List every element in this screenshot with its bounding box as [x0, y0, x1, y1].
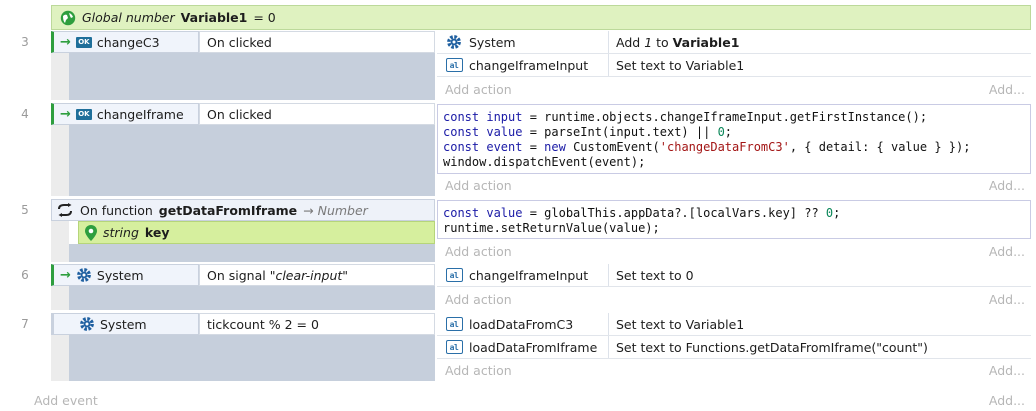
function-return: → Number	[303, 202, 368, 218]
action-param: Set text to Variable1	[616, 316, 745, 332]
line-number: 6	[21, 268, 29, 282]
location-pin-icon	[85, 224, 97, 241]
add-action-link[interactable]: Add action	[445, 363, 512, 378]
condition-text[interactable]: tickcount % 2 = 0	[199, 313, 435, 335]
button-ok-icon: OK	[75, 36, 92, 48]
condition-object-name: changeIframe	[96, 106, 184, 122]
action-row[interactable]: al loadDataFromIframe Set text to Functi…	[437, 336, 1031, 359]
add-more-link[interactable]: Add...	[988, 363, 1025, 378]
global-value: = 0	[253, 10, 276, 25]
condition-area[interactable]	[69, 286, 435, 310]
condition-object[interactable]: → OK changeC3	[51, 31, 199, 53]
action-object: changeIframeInput	[469, 267, 589, 283]
trigger-arrow-icon: →	[60, 106, 71, 122]
param-name: key	[144, 225, 170, 240]
text-object-icon: al	[443, 340, 465, 354]
trigger-arrow-icon: →	[60, 267, 71, 283]
add-action[interactable]: Add action Add...	[437, 360, 1031, 381]
condition-area[interactable]	[69, 53, 435, 100]
script-block[interactable]: const input = runtime.objects.changeIfra…	[437, 104, 1031, 174]
function-name: getDataFromIframe	[158, 202, 298, 218]
action-row[interactable]: al changeIframeInput Set text to 0	[437, 264, 1031, 287]
button-ok-icon: OK	[75, 108, 92, 120]
text-object-icon: al	[443, 268, 465, 282]
add-more-link[interactable]: Add...	[988, 291, 1025, 307]
add-more-link[interactable]: Add...	[988, 392, 1025, 408]
condition-text[interactable]: On signal "clear-input"	[199, 264, 435, 286]
action-row[interactable]: System Add 1 to Variable1	[437, 31, 1031, 54]
action-object: changeIframeInput	[469, 57, 589, 73]
function-loop-icon	[58, 203, 72, 217]
gear-icon	[80, 317, 94, 331]
function-prefix: On function	[80, 202, 153, 218]
global-variable-row[interactable]: Global number Variable1 = 0	[51, 5, 1031, 30]
add-action[interactable]: Add action Add...	[437, 240, 1031, 262]
condition-text[interactable]: On clicked	[199, 31, 435, 53]
add-event-row[interactable]: Add event Add...	[26, 390, 1031, 410]
condition-area[interactable]	[69, 125, 435, 196]
script-block[interactable]: const value = globalThis.appData?.[local…	[437, 200, 1031, 239]
line-number: 7	[21, 317, 29, 331]
condition-object[interactable]: → System	[51, 264, 199, 286]
function-header[interactable]: On function getDataFromIframe → Number	[51, 199, 435, 221]
add-action[interactable]: Add action Add...	[437, 174, 1031, 196]
add-more-link[interactable]: Add...	[988, 177, 1025, 193]
add-action-link[interactable]: Add action	[445, 243, 512, 259]
gear-icon	[443, 34, 465, 50]
line-number: 4	[21, 107, 29, 121]
condition-object-name: System	[100, 316, 147, 332]
add-action[interactable]: Add action Add...	[437, 78, 1031, 100]
action-param: Set text to Variable1	[616, 57, 745, 73]
line-number: 3	[21, 35, 29, 49]
action-object: loadDataFromC3	[469, 316, 574, 332]
globe-icon	[60, 10, 76, 25]
add-action[interactable]: Add action Add...	[437, 288, 1031, 310]
function-parameter[interactable]: string key	[78, 221, 435, 244]
line-number: 5	[21, 203, 29, 217]
add-event-link[interactable]: Add event	[34, 392, 98, 408]
condition-area[interactable]	[69, 244, 435, 262]
event-gutter	[51, 103, 69, 196]
add-action-link[interactable]: Add action	[445, 291, 512, 307]
global-name: Variable1	[180, 10, 248, 25]
action-object: System	[469, 34, 516, 50]
condition-object-name: changeC3	[96, 34, 160, 50]
condition-area[interactable]	[69, 335, 435, 381]
action-row[interactable]: al changeIframeInput Set text to Variabl…	[437, 54, 1031, 77]
action-param: Set text to Functions.getDataFromIframe(…	[616, 339, 928, 355]
action-param: Set text to 0	[616, 267, 694, 283]
condition-text[interactable]: On clicked	[199, 103, 435, 125]
param-type: string	[103, 225, 139, 240]
condition-object-name: System	[96, 267, 144, 283]
action-param: Add 1 to Variable1	[616, 34, 740, 50]
add-action-link[interactable]: Add action	[445, 81, 512, 97]
add-action-link[interactable]: Add action	[445, 177, 512, 193]
global-label: Global number	[82, 10, 175, 25]
action-row[interactable]: al loadDataFromC3 Set text to Variable1	[437, 313, 1031, 336]
trigger-arrow-icon: →	[60, 34, 71, 50]
gear-icon	[77, 268, 91, 282]
text-object-icon: al	[443, 317, 465, 331]
add-more-link[interactable]: Add...	[988, 243, 1025, 259]
action-object: loadDataFromIframe	[469, 339, 598, 355]
add-more-link[interactable]: Add...	[988, 81, 1025, 97]
condition-object[interactable]: System	[51, 313, 199, 335]
text-object-icon: al	[443, 58, 465, 72]
condition-object[interactable]: → OK changeIframe	[51, 103, 199, 125]
